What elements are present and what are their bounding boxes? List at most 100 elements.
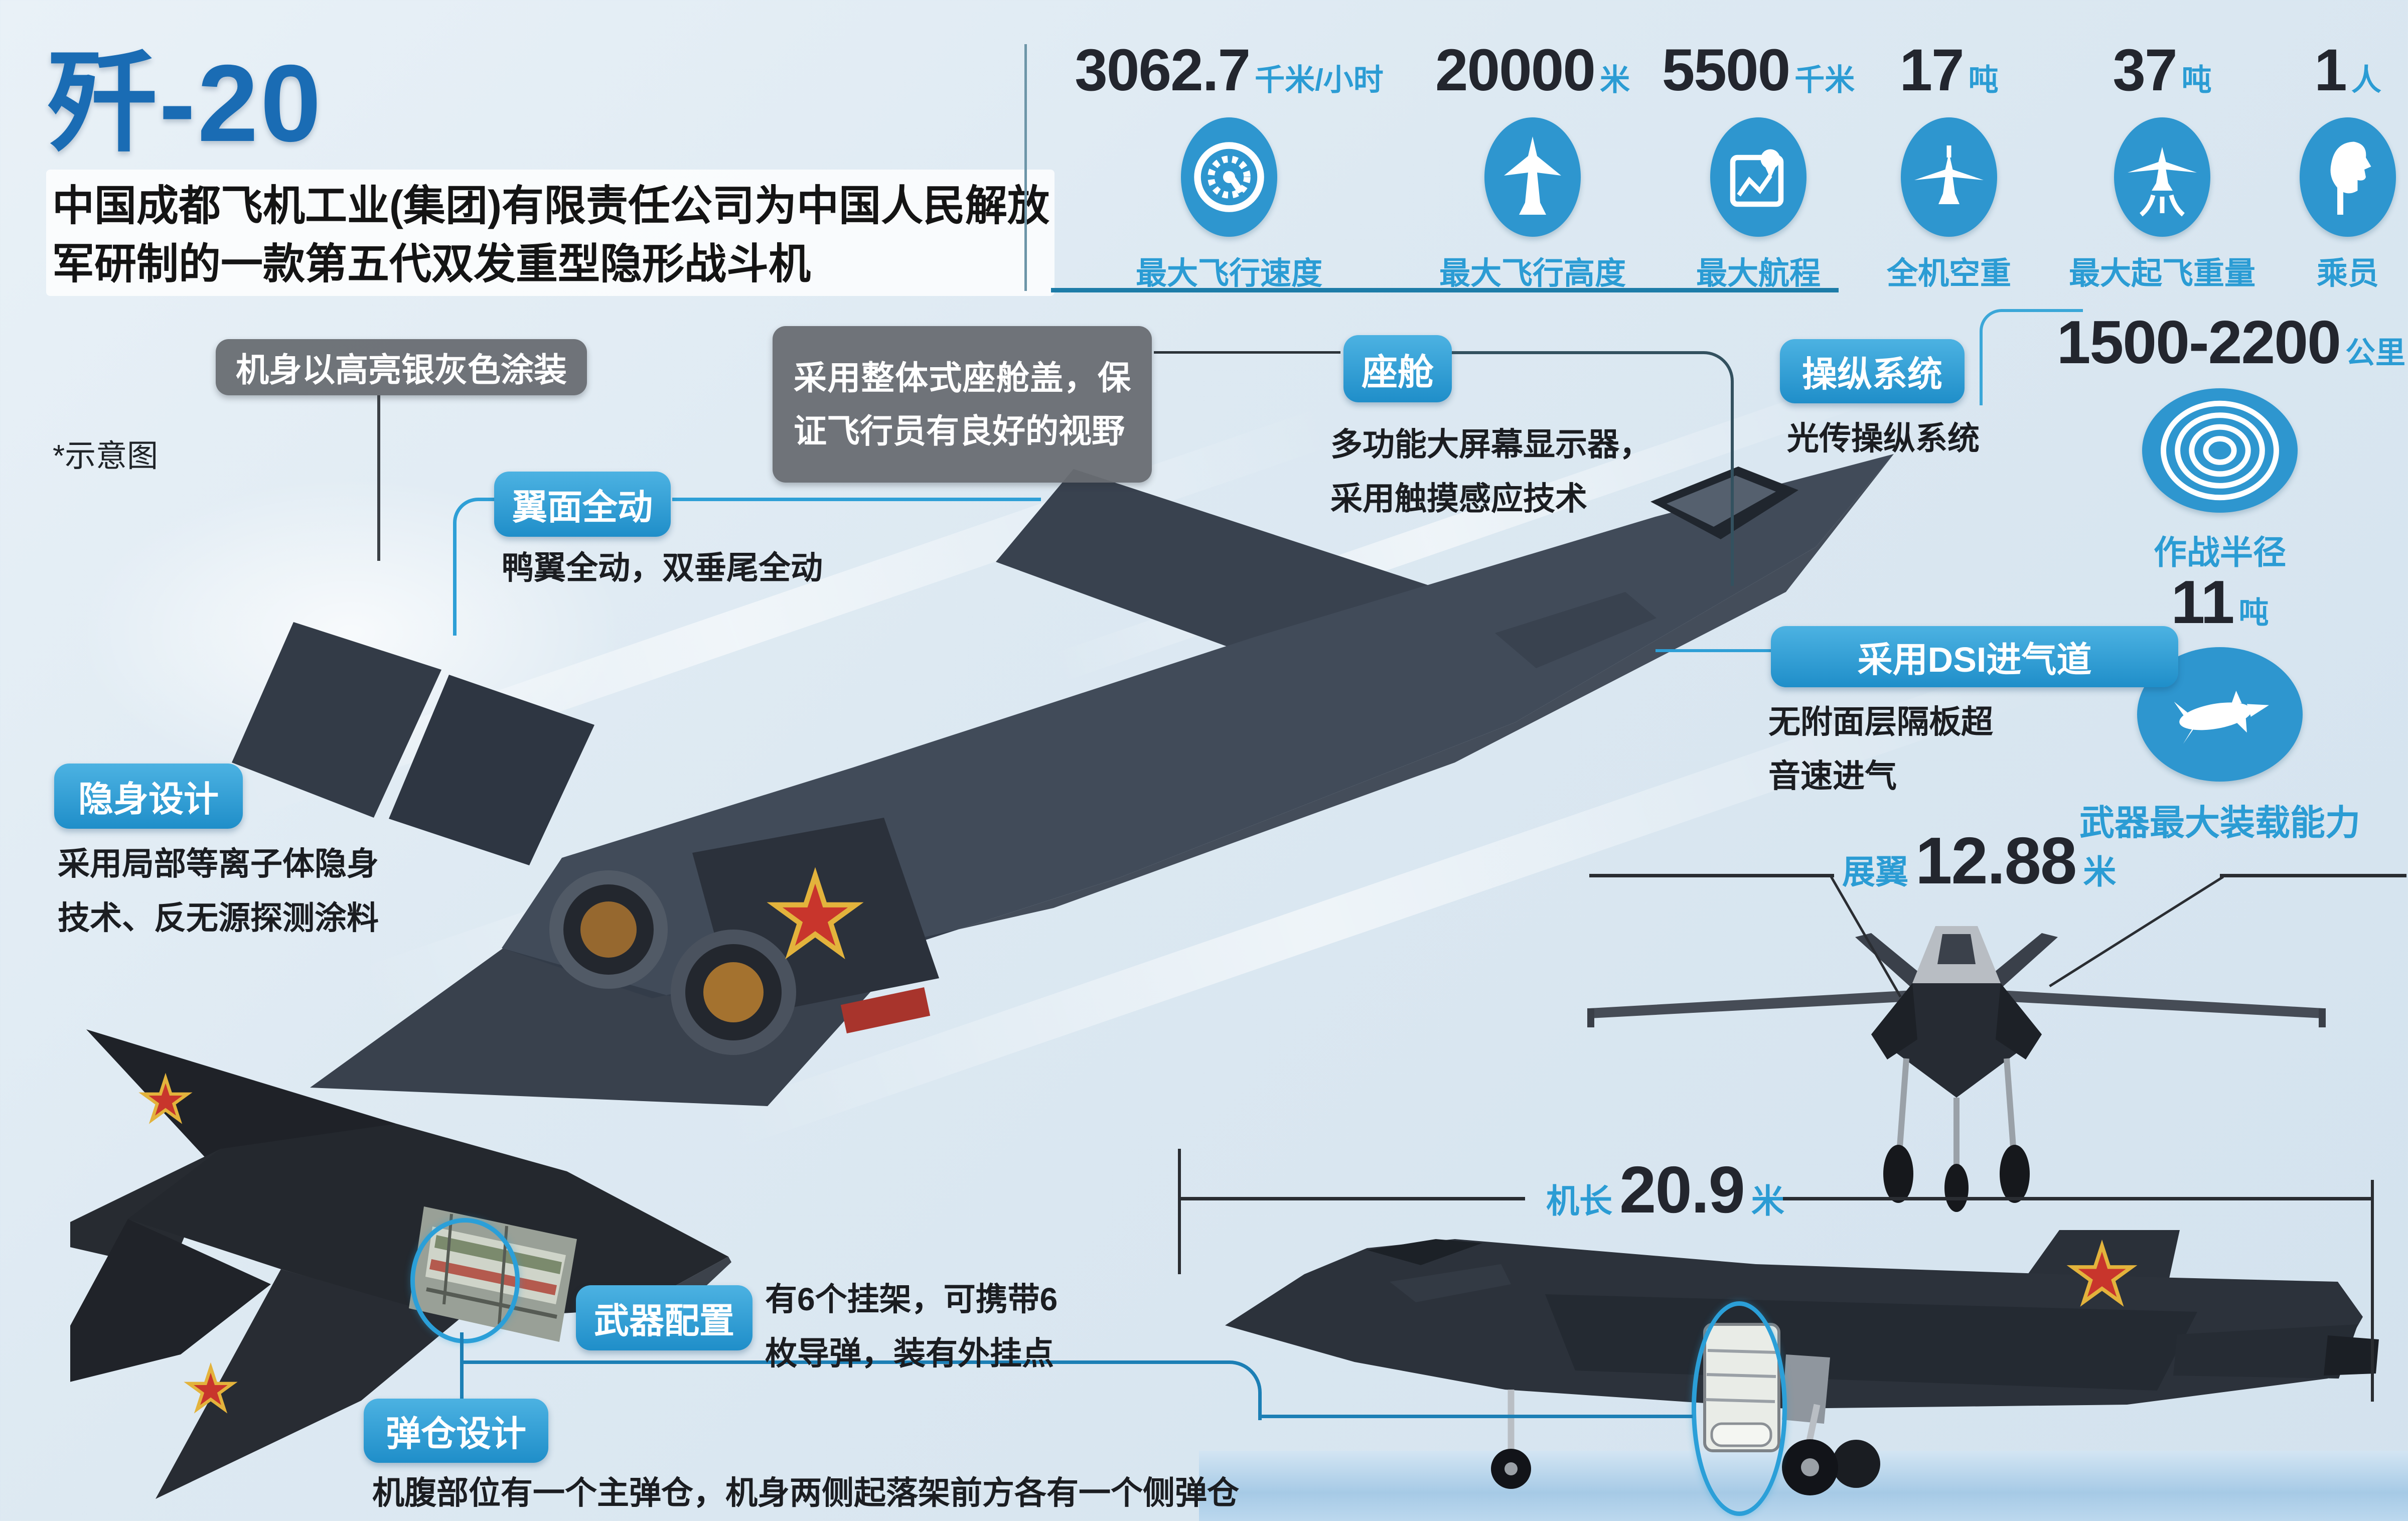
control-desc: 光传操纵系统 — [1787, 420, 1980, 457]
stat-label: 最大飞行速度 — [1135, 256, 1322, 291]
canopy — [1937, 934, 1976, 964]
length-dim-line-left — [1180, 1197, 1525, 1200]
map-route-icon — [1710, 117, 1807, 237]
side-bay-highlight-circle — [1692, 1301, 1787, 1516]
callout-weapons-label: 武器配置 — [576, 1285, 753, 1350]
lower-wing — [156, 1269, 459, 1499]
stats-underline — [1051, 288, 1839, 292]
intake-right — [1996, 983, 2042, 1059]
length-dimension: 机长 20.9 米 — [1546, 1152, 1784, 1228]
callout-wings-label: 翼面全动 — [494, 472, 671, 537]
stat-label: 最大起飞重量 — [2068, 256, 2255, 291]
bay-desc: 机腹部位有一个主弹仓，机身两侧起落架前方各有一个侧弹仓 — [372, 1475, 1239, 1511]
length-label: 机长 — [1546, 1182, 1612, 1220]
intake-left — [1871, 983, 1917, 1059]
rear-wheel-far — [1832, 1440, 1880, 1488]
side-view-jet-illustration — [1225, 1230, 2379, 1495]
stat-value: 37 — [2113, 37, 2177, 103]
stealth-desc: 采用局部等离子体隐身技术、反无源探测涂料 — [58, 846, 379, 936]
tail-surface — [70, 1219, 271, 1382]
callout-intake-label: 采用DSI进气道 — [1771, 626, 2178, 687]
plaaf-star-roundel — [2066, 1239, 2138, 1307]
weapons-desc: 有6个挂架，可携带6枚导弹，装有外挂点 — [765, 1281, 1058, 1372]
canard — [1390, 1264, 1511, 1302]
main-wheel-right — [2000, 1145, 2030, 1203]
bay-connector-line — [460, 1332, 464, 1403]
main-jet-illustration — [232, 454, 1894, 1106]
length-dim-tick-right — [2371, 1180, 2374, 1402]
front-view-jet-illustration — [1587, 926, 2326, 1212]
jet-top-view-icon — [1484, 117, 1581, 237]
stat-label: 作战半径 — [2154, 534, 2286, 571]
length-value: 20.9 — [1619, 1153, 1745, 1227]
nose-wheel — [1944, 1164, 1969, 1212]
jet-takeoff-icon — [2114, 117, 2210, 237]
wingspan-dimension: 展翼 12.88 米 — [1842, 823, 2116, 898]
stat-unit: 公里 — [2345, 336, 2405, 370]
stat-unit: 千米/小时 — [1255, 63, 1384, 97]
stat-unit: 千米 — [1794, 63, 1855, 97]
stat-max-altitude: 20000 米 最大飞行高度 — [1372, 36, 1693, 293]
bay-highlight-circle — [410, 1218, 520, 1343]
stat-max-speed: 3062.7 千米/小时 最大飞行速度 — [1069, 36, 1390, 293]
page-title: 歼-20 — [48, 43, 324, 165]
stat-combat-radius: 1500-2200 公里 作战半径 — [2034, 307, 2405, 574]
wingspan-dim-line-right — [2220, 874, 2406, 877]
description-panel — [46, 170, 1055, 296]
canopy — [1367, 1239, 1482, 1265]
stat-value: 1 — [2314, 37, 2347, 103]
callout-stealth-label: 隐身设计 — [54, 764, 243, 829]
stat-value: 5500 — [1662, 37, 1791, 103]
pilot-icon — [2300, 117, 2396, 237]
engine-glow — [703, 962, 764, 1022]
engine-glow — [580, 901, 637, 958]
stat-value: 1500-2200 — [2056, 308, 2341, 376]
tail-fin-inner — [389, 675, 594, 865]
wings-desc: 鸭翼全动，双垂尾全动 — [502, 550, 823, 586]
tail-fin-outer — [232, 622, 441, 818]
canopy-connector-line — [1154, 351, 1340, 354]
plaaf-star-roundel — [184, 1362, 238, 1414]
intake-desc: 无附面层隔板超音速进气 — [1768, 704, 1993, 794]
stat-unit: 吨 — [2238, 596, 2269, 630]
plaaf-star-roundel — [767, 867, 864, 960]
stat-value: 17 — [1899, 37, 1964, 103]
stat-label: 最大航程 — [1696, 256, 1821, 291]
jet-front-view-icon — [1901, 117, 1997, 237]
stat-unit: 米 — [1600, 63, 1630, 97]
callout-paint: 机身以高亮银灰色涂装 — [216, 339, 587, 395]
cockpit-connector-line — [1452, 351, 1734, 586]
gear-door — [1782, 1354, 1830, 1424]
stat-unit: 人 — [2351, 63, 2381, 97]
control-connector-line — [1980, 309, 2083, 405]
wingspan-dim-line-left — [1589, 874, 1834, 877]
length-dim-tick-left — [1178, 1149, 1181, 1274]
intake-connector-line — [1656, 649, 1773, 652]
stat-max-range: 5500 千米 最大航程 — [1598, 36, 1919, 293]
wings-connector-elbow — [453, 498, 500, 636]
tailplane — [2173, 1324, 2358, 1379]
wingspan-unit: 米 — [2083, 853, 2117, 890]
main-wheel-left — [1883, 1145, 1913, 1203]
canard — [1495, 592, 1657, 668]
callout-bay-label: 弹仓设计 — [364, 1399, 548, 1463]
stat-value: 3062.7 — [1075, 37, 1251, 103]
weapons-connector-line2 — [1258, 1415, 1693, 1418]
stat-unit: 吨 — [2181, 63, 2212, 97]
wingspan-label: 展翼 — [1842, 853, 1908, 890]
weapons-connector-elbow — [462, 1360, 1262, 1420]
header-divider — [1024, 44, 1027, 291]
callout-canopy-note: 采用整体式座舱盖，保证飞行员有良好的视野 — [773, 326, 1152, 483]
stat-label: 最大飞行高度 — [1439, 256, 1626, 291]
length-dim-line-right — [1772, 1197, 2372, 1200]
upper-wing — [86, 1029, 396, 1169]
callout-control-label: 操纵系统 — [1780, 339, 1965, 403]
wings-connector-line — [672, 498, 1041, 501]
stat-empty-weight: 17 吨 全机空重 — [1788, 36, 2110, 293]
stat-crew: 1 人 乘员 — [2187, 36, 2408, 293]
cockpit-desc: 多功能大屏幕显示器，采用触摸感应技术 — [1330, 426, 1651, 517]
stat-value: 11 — [2171, 568, 2235, 636]
schematic-note: *示意图 — [53, 439, 159, 474]
stat-label: 全机空重 — [1886, 256, 2011, 291]
callout-cockpit-label: 座舱 — [1343, 335, 1452, 402]
